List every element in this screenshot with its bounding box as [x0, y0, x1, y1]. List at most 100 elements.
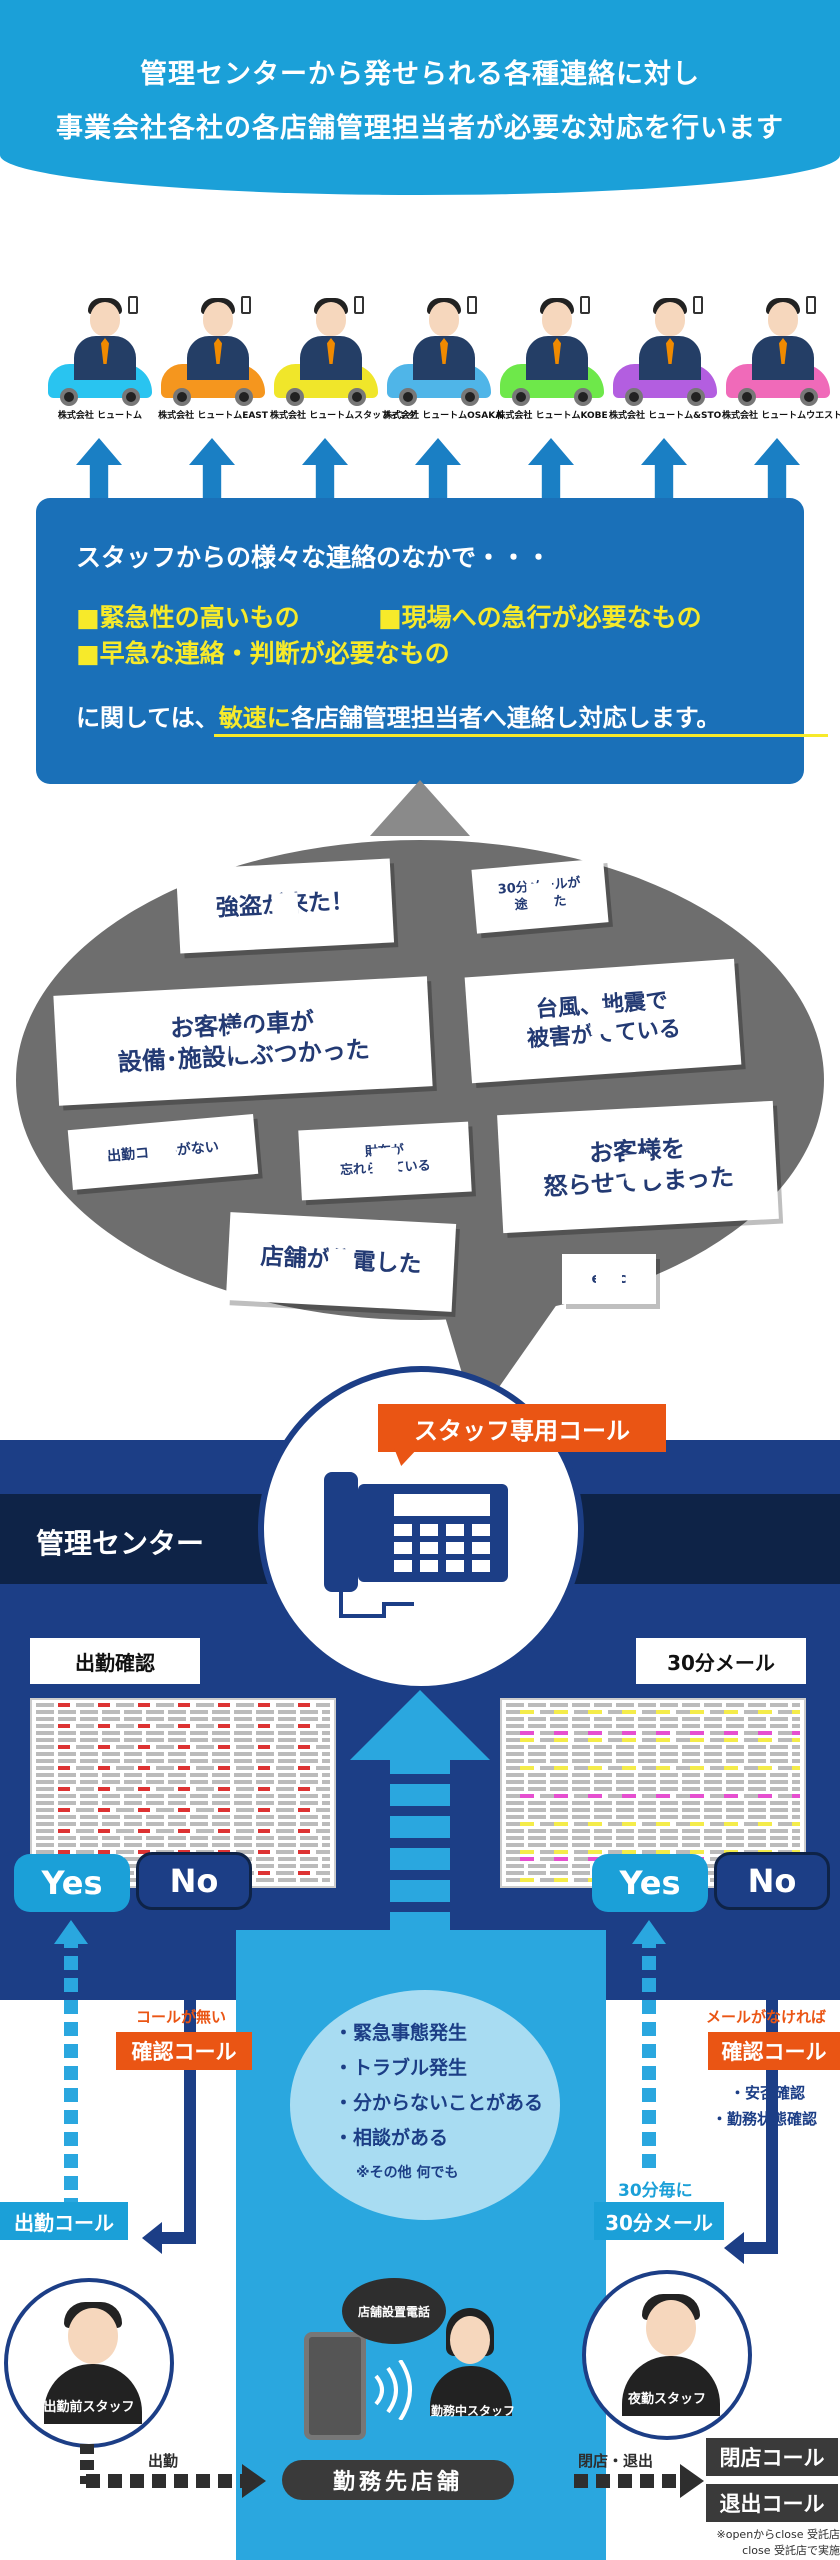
header-line-1: 管理センターから発せられる各種連絡に対し — [140, 59, 700, 90]
close-call-box: 閉店コール — [706, 2438, 838, 2476]
exit-call-box: 退出コール — [706, 2484, 838, 2522]
left-dash-line — [64, 1934, 78, 2214]
sheet-row — [506, 1759, 800, 1763]
attendance-call-label: 出勤コール — [0, 2202, 128, 2240]
sheet-row — [36, 1710, 330, 1714]
tie-icon — [666, 338, 674, 364]
mail30-title: 30分メール — [636, 1638, 806, 1684]
sheet-row — [36, 1780, 330, 1784]
issues-bubble: ・緊急事態発生 ・トラブル発生 ・分からないことがある ・相談がある ※その他 … — [290, 1990, 560, 2220]
staff-call-label: スタッフ専用コール — [378, 1404, 666, 1452]
issue-consult: ・相談がある — [334, 2127, 449, 2149]
before-staff-circle: 出勤前スタッフ — [4, 2278, 174, 2448]
person-head — [90, 302, 120, 336]
sheet-row — [36, 1731, 330, 1735]
phone-icon — [354, 296, 364, 314]
right-dash-line — [642, 1934, 656, 2174]
sheet-row — [36, 1843, 330, 1847]
wheel-icon — [738, 388, 756, 406]
person-head — [768, 302, 798, 336]
smartphone-icon — [304, 2332, 366, 2440]
phone-icon — [128, 296, 138, 314]
tie-icon — [553, 338, 561, 364]
header-line-2: 事業会社各社の各店舗管理担当者が必要な対応を行います — [56, 113, 784, 144]
check-work-status: ・勤務状態確認 — [712, 2110, 818, 2128]
policy-closing: に関しては、敏速に各店舗管理担当者へ連絡し対応します。 — [76, 698, 720, 733]
bubble-mail-stopped: 30分メールが 途絶えた — [471, 858, 609, 934]
working-staff-label: 勤務中スタッフ — [430, 2404, 515, 2418]
sheet-row — [506, 1745, 800, 1749]
bubble-car-hit: お客様の車が 設備･施設にぶつかった — [53, 976, 433, 1106]
sheet-row — [36, 1724, 330, 1728]
sheet-row — [36, 1766, 330, 1770]
up-arrow-icon — [76, 438, 122, 498]
sheet-row — [506, 1787, 800, 1791]
bubble-blackout: 店舗が停電した — [225, 1212, 457, 1312]
company-label: 株式会社 ヒュートムウエスト — [722, 411, 840, 421]
sheet-row — [506, 1731, 800, 1735]
company-1: 株式会社 ヒュートム — [44, 290, 156, 498]
closing-pre: に関しては、 — [76, 704, 219, 732]
working-staff-face — [450, 2316, 490, 2364]
sheet-row — [36, 1808, 330, 1812]
closing-underline — [214, 734, 828, 737]
attendance-yes-button[interactable]: Yes — [14, 1854, 130, 1912]
night-staff-face — [646, 2300, 696, 2356]
company-5: 株式会社 ヒュートムKOBE — [496, 290, 608, 498]
up-arrow-icon — [754, 438, 800, 498]
wheel-icon — [574, 388, 592, 406]
wheel-icon — [122, 388, 140, 406]
wheel-icon — [461, 388, 479, 406]
person-head — [203, 302, 233, 336]
center-label: 管理センター — [36, 1527, 205, 1560]
sheet-row — [36, 1787, 330, 1791]
company-label: 株式会社 ヒュートム&STO — [609, 411, 722, 421]
wheel-icon — [512, 388, 530, 406]
sheet-row — [36, 1836, 330, 1840]
mail30-label: 30分メール — [594, 2202, 724, 2240]
wheel-icon — [687, 388, 705, 406]
wheel-icon — [60, 388, 78, 406]
sheet-row — [36, 1773, 330, 1777]
mail30-yes-button[interactable]: Yes — [592, 1854, 708, 1912]
phone-icon — [241, 296, 251, 314]
tie-icon — [779, 338, 787, 364]
sheet-row — [36, 1794, 330, 1798]
issue-other: ※その他 何でも — [356, 2165, 459, 2181]
sheet-row — [506, 1780, 800, 1784]
footnote-1: ※openからclose 受託店 — [716, 2528, 840, 2541]
tie-icon — [101, 338, 109, 364]
sheet-row — [506, 1829, 800, 1833]
footnote-2: close 受託店で実施 — [742, 2544, 840, 2557]
bubble-robber: 強盗が来た！ — [175, 858, 395, 954]
phone-icon — [467, 296, 477, 314]
right-solid-line — [766, 1912, 778, 2252]
up-arrow-icon — [189, 438, 235, 498]
wheel-icon — [399, 388, 417, 406]
bubble-etc: e.t.c — [562, 1254, 656, 1304]
up-arrow-icon — [528, 438, 574, 498]
bubble-wallet: 財布が 忘れられている — [298, 1121, 472, 1201]
every-30-note: 30分毎に — [618, 2181, 693, 2201]
company-label: 株式会社 ヒュートムスタッフィング — [270, 411, 417, 421]
sheet-row — [506, 1752, 800, 1756]
sheet-row — [36, 1703, 330, 1707]
attendance-no-button[interactable]: No — [136, 1852, 252, 1910]
issue-trouble: ・トラブル発生 — [334, 2057, 468, 2079]
company-6: 株式会社 ヒュートム&STO — [609, 290, 722, 498]
night-staff-label: 夜勤スタッフ — [627, 2392, 706, 2407]
close-exit-label: 閉店・退出 — [578, 2452, 654, 2470]
check-safety: ・安否確認 — [730, 2084, 806, 2102]
store-phone-bubble: 店舗設置電話 — [342, 2278, 446, 2344]
sheet-row — [36, 1822, 330, 1826]
up-arrow-icon — [641, 438, 687, 498]
night-staff-circle: 夜勤スタッフ — [582, 2270, 752, 2440]
go-to-work-label: 出勤 — [148, 2452, 179, 2470]
company-label: 株式会社 ヒュートム — [57, 411, 143, 421]
attendance-title: 出勤確認 — [30, 1638, 200, 1684]
phone-icon — [580, 296, 590, 314]
left-solid-line — [184, 1912, 196, 2242]
sheet-row — [36, 1752, 330, 1756]
no-mail-note: メールがなければ — [706, 2008, 827, 2026]
mail30-no-button[interactable]: No — [714, 1852, 830, 1910]
